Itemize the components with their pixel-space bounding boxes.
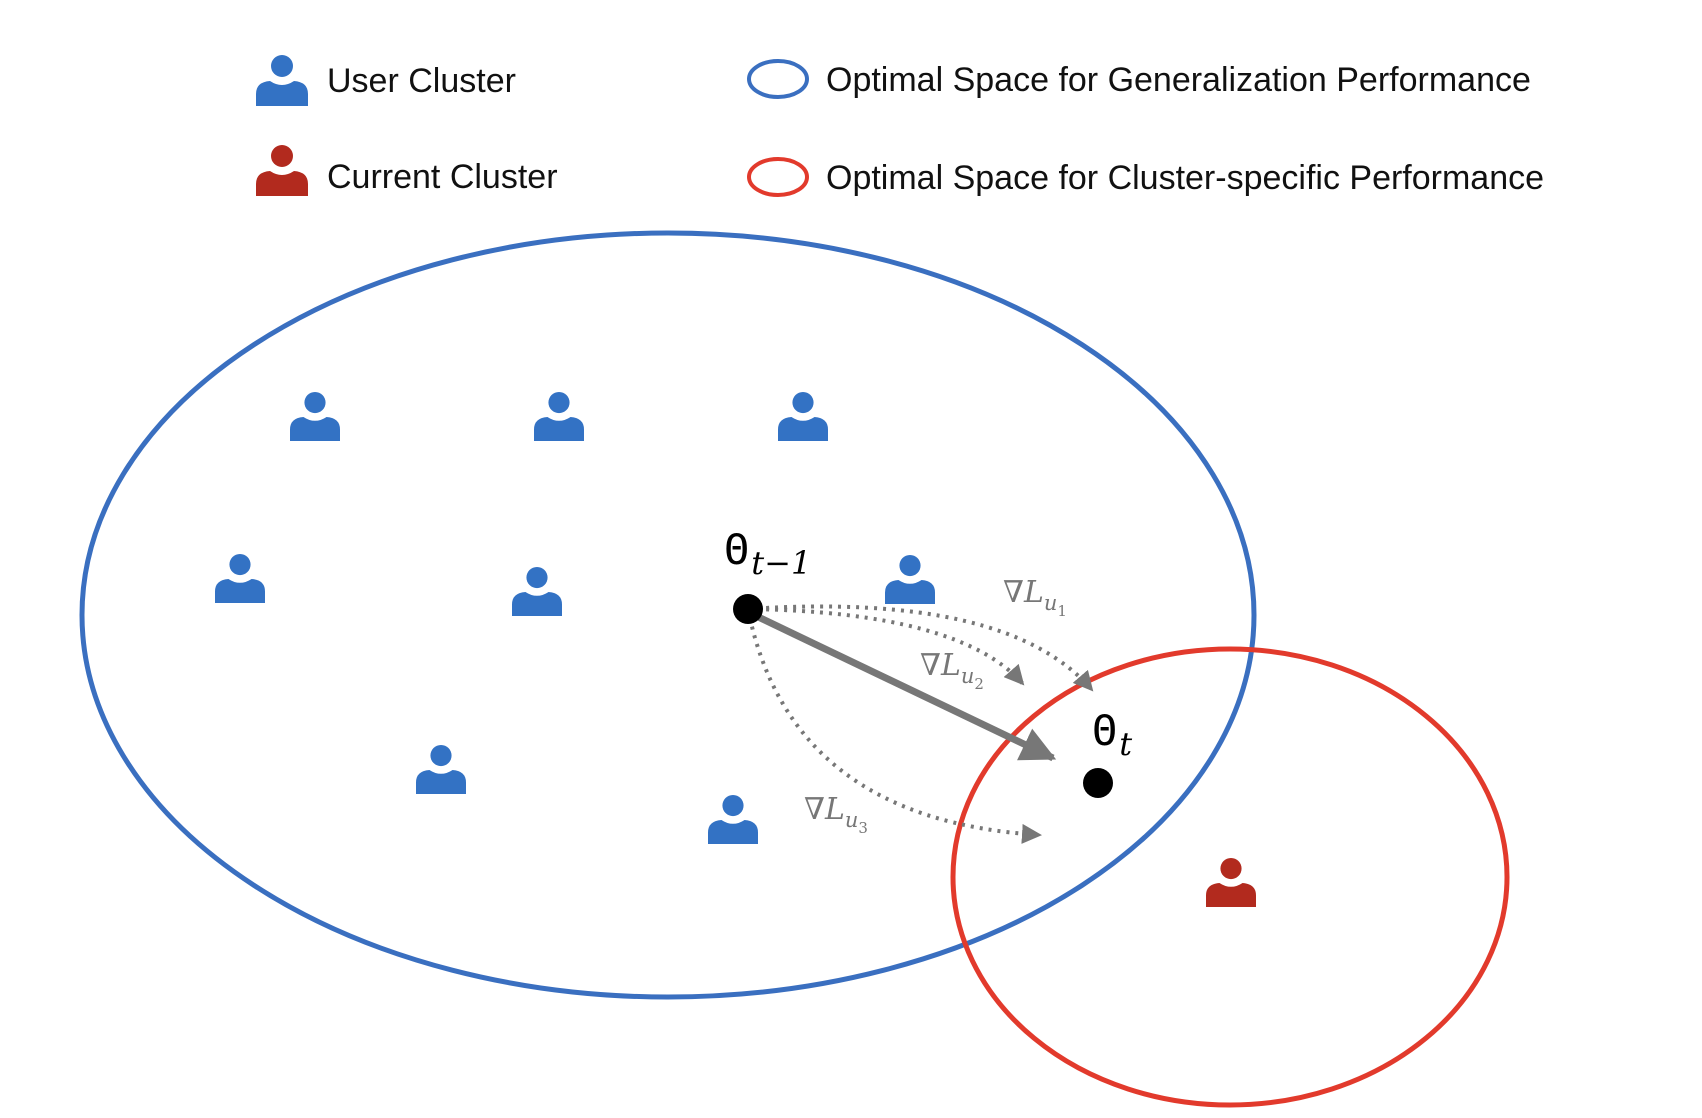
blue-ellipse-icon <box>747 59 809 99</box>
user-cluster-person-icon <box>534 391 584 441</box>
legend-current-cluster: Current Cluster <box>256 145 558 196</box>
user-cluster-person-icon <box>215 553 265 603</box>
legend-cluster-specific-label: Optimal Space for Cluster-specific Perfo… <box>826 159 1544 197</box>
gradient-label-u2: ∇Lu2 <box>920 648 984 693</box>
gradient-label-u3: ∇Lu3 <box>804 792 868 837</box>
legend-user-cluster-label: User Cluster <box>327 62 516 100</box>
gradient-arrow-u1 <box>747 604 1094 692</box>
red-ellipse-icon <box>747 157 809 197</box>
user-cluster-person-icon <box>885 554 935 604</box>
user-cluster-person-icon <box>512 566 562 616</box>
gradient-arrow-u2 <box>747 607 1025 686</box>
theta-next-point <box>1083 768 1113 798</box>
user-cluster-person-icon <box>256 55 308 106</box>
gradient-label-u1: ∇Lu1 <box>1003 575 1067 620</box>
current-cluster-person-icon <box>256 145 308 196</box>
theta-prev-label: Θt−1 <box>724 525 811 582</box>
user-cluster-person-icon <box>416 744 466 794</box>
generalization-space-ellipse <box>79 230 1257 1000</box>
user-cluster-person-icon <box>778 391 828 441</box>
theta-next-label: Θt <box>1092 706 1132 763</box>
legend-current-cluster-label: Current Cluster <box>327 158 558 196</box>
legend-generalization-label: Optimal Space for Generalization Perform… <box>826 61 1531 99</box>
legend-cluster-specific-space: Optimal Space for Cluster-specific Perfo… <box>747 157 1544 197</box>
user-clusters <box>215 391 935 844</box>
theta-prev-point <box>733 594 763 624</box>
user-cluster-person-icon <box>708 794 758 844</box>
legend-generalization-space: Optimal Space for Generalization Perform… <box>747 59 1531 99</box>
legend: User Cluster Current Cluster Optimal Spa… <box>256 55 1544 197</box>
cluster-specific-space-ellipse <box>950 646 1510 1108</box>
user-cluster-person-icon <box>290 391 340 441</box>
update-arrow <box>750 610 1057 762</box>
gradient-arrow-u3 <box>746 608 1042 844</box>
legend-user-cluster: User Cluster <box>256 55 516 106</box>
current-cluster-person-icon <box>1206 857 1256 907</box>
